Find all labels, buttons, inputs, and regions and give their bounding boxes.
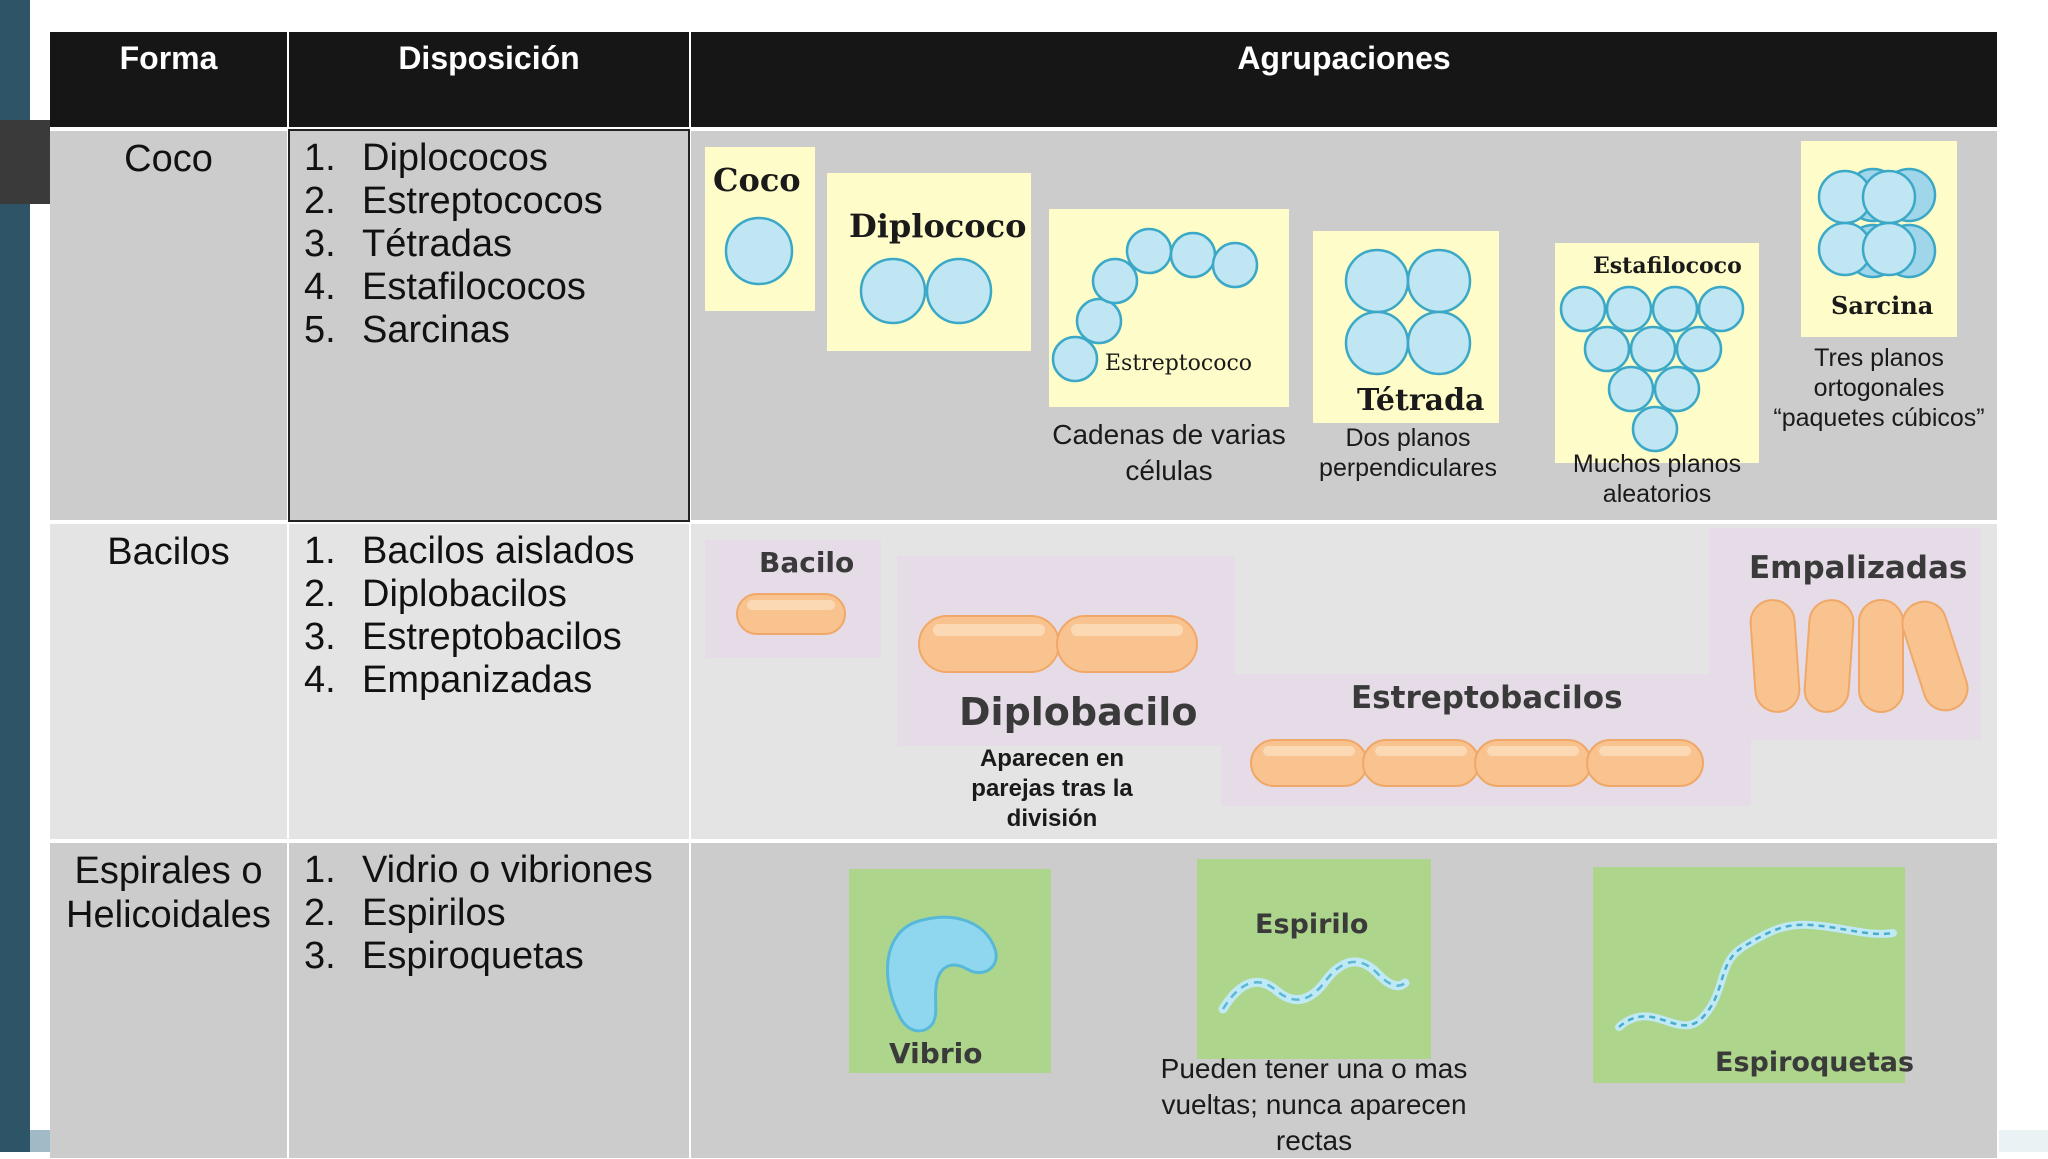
header-row: Forma Disposición Agrupaciones [50,32,1999,129]
header-forma: Forma [50,32,289,129]
estreptobacilos-label: Estreptobacilos [1351,680,1623,716]
espiroquetas-illustration: Espiroquetas [1593,867,1914,1083]
header-disposicion: Disposición [288,32,691,129]
coco-illustration: Coco [705,147,815,311]
agrupaciones-bacilos: Bacilo Diplobacilo Aparecen en parejas t… [690,520,1999,841]
coco-label: Coco [713,161,801,199]
list-item: 4.Empanizadas [304,659,593,701]
diplococo-label: Diplococo [849,207,1027,245]
forma-coco: Coco [50,127,289,522]
list-item: 2.Espirilos [304,892,506,934]
agrupaciones-coco: Coco Diplococo Estreptococo [690,127,1999,522]
sarcina-label: Sarcina [1831,291,1934,320]
estafilococo-caption: Muchos planos aleatorios [1572,450,1742,508]
espirilo-illustration: Espirilo [1197,859,1431,1059]
espirilo-caption: Pueden tener una o mas vueltas; nunca ap… [1160,1053,1468,1156]
diplococo-illustration: Diplococo [827,173,1031,351]
header-agrupaciones: Agrupaciones [690,32,1999,129]
vibrio-illustration: Vibrio [849,869,1051,1073]
estreptococo-illustration: Estreptococo [1049,209,1289,407]
estafilococo-illustration: Estafilococo [1555,243,1759,463]
list-item: 5.Sarcinas [304,309,510,351]
list-item: 1.Vidrio o vibriones [304,849,653,891]
sarcina-illustration: Sarcina [1801,141,1957,337]
list-item: 4.Estafilococos [304,266,586,308]
list-item: 3.Espiroquetas [304,935,584,977]
disposicion-espirales: 1.Vidrio o vibriones 2.Espirilos 3.Espir… [288,839,691,1158]
list-item: 3.Tétradas [304,223,512,265]
bacilo-illustration: Bacilo [705,540,881,658]
forma-bacilos: Bacilos [50,520,289,841]
list-item: 1.Diplococos [304,137,548,179]
tetrada-label: Tétrada [1357,383,1485,418]
diplobacilo-caption: Aparecen en parejas tras la división [971,745,1133,832]
estreptococo-label: Estreptococo [1105,351,1253,376]
disposicion-coco: 1.Diplococos 2.Estreptococos 3.Tétradas … [288,127,691,522]
table-row-espirales: Espirales o Helicoidales 1.Vidrio o vibr… [50,839,1999,1158]
estreptococo-caption: Cadenas de varias células [1052,419,1286,486]
list-item: 1.Bacilos aislados [304,530,635,572]
diplobacilo-illustration: Diplobacilo [897,556,1235,746]
tetrada-caption: Dos planos perpendiculares [1319,424,1497,482]
espirilo-label: Espirilo [1255,909,1369,940]
forma-espirales: Espirales o Helicoidales [50,839,289,1158]
table-row-bacilos: Bacilos 1.Bacilos aislados 2.Diplobacilo… [50,520,1999,841]
bacteria-classification-table: Forma Disposición Agrupaciones Coco 1.Di… [50,32,1999,1158]
slide-side-tab [0,120,50,204]
empalizadas-illustration: Empalizadas [1709,528,1981,740]
agrupaciones-espirales: Vibrio Espirilo Pueden tener una o mas v… [690,839,1999,1158]
estafilococo-label: Estafilococo [1593,253,1742,279]
estreptobacilos-illustration: Estreptobacilos [1221,674,1751,806]
espiroquetas-label: Espiroquetas [1715,1047,1915,1078]
table-row-coco: Coco 1.Diplococos 2.Estreptococos 3.Tétr… [50,127,1999,522]
list-item: 3.Estreptobacilos [304,616,622,658]
list-item: 2.Diplobacilos [304,573,567,615]
list-item: 2.Estreptococos [304,180,603,222]
disposicion-bacilos: 1.Bacilos aislados 2.Diplobacilos 3.Estr… [288,520,691,841]
bacilo-label: Bacilo [759,546,855,579]
empalizadas-label: Empalizadas [1749,550,1968,586]
vibrio-label: Vibrio [889,1037,983,1070]
sarcina-caption: Tres planos ortogonales “paquetes cúbico… [1773,344,1985,432]
tetrada-illustration: Tétrada [1313,231,1499,423]
diplobacilo-label: Diplobacilo [959,690,1198,734]
